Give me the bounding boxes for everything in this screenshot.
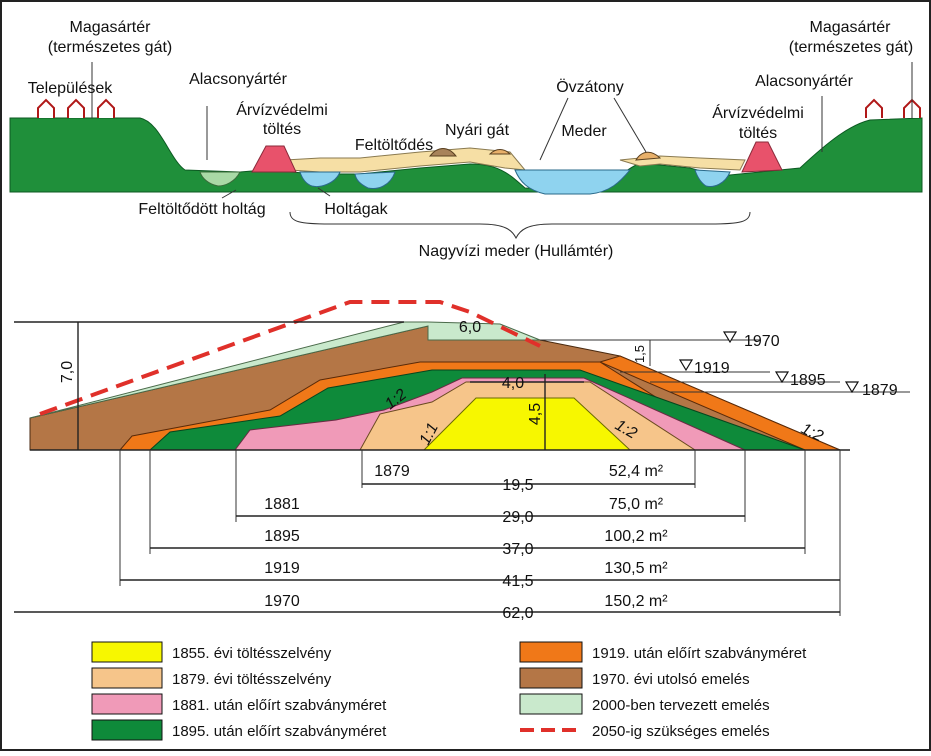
label-natural-levee-left: (természetes gát): [48, 39, 172, 56]
label-levee-left-1: Árvízvédelmi: [236, 100, 328, 119]
legend-label-1895: 1895. után előírt szabványméret: [172, 723, 387, 740]
legend-label-1879: 1879. évi töltésszelvény: [172, 671, 332, 688]
dim-area-1970: 150,2 m²: [604, 593, 668, 610]
water-level-icon-1970: [722, 331, 738, 344]
flood-bed-brace: [289, 211, 751, 240]
dimension-row-1919: 1919 41,5 130,5 m²: [120, 560, 840, 590]
legend-swatch-1881: [91, 693, 163, 715]
legend-swatch-1970: [519, 667, 583, 689]
dim-year-1881: 1881: [264, 496, 300, 513]
legend-swatch-1855: [91, 641, 163, 663]
legend-label-2000: 2000-ben tervezett emelés: [592, 697, 770, 714]
leader-filled-oxbow: [221, 189, 237, 199]
label-levee-right-2: töltés: [739, 125, 777, 142]
label-summer-dike: Nyári gát: [445, 122, 510, 139]
dim-area-1879: 52,4 m²: [609, 463, 664, 480]
legend-swatch-2000: [519, 693, 583, 715]
legend: 1855. évi töltésszelvény 1879. évi tölté…: [91, 641, 807, 741]
water-level-icon-1895: [774, 371, 790, 384]
oxbow-1: [299, 171, 341, 187]
dim-width-1919: 41,5: [502, 573, 533, 590]
legend-label-1855: 1855. évi töltésszelvény: [172, 645, 332, 662]
label-levee-left-2: töltés: [263, 121, 301, 138]
label-point-bar: Övzátony: [556, 78, 624, 96]
dim-year-1919: 1919: [264, 560, 300, 577]
dim-year-1879: 1879: [374, 463, 410, 480]
dim-year-1895: 1895: [264, 528, 300, 545]
label-filled-oxbow: Feltöltődött holtág: [138, 201, 265, 218]
levee-profile: 7,0 6,0 1,5 1970 1919 1895 1879 4,0 4,5 …: [14, 300, 910, 622]
label-water-1879: 1879: [862, 382, 898, 399]
levee-left: [251, 145, 297, 173]
dim-width-1895: 37,0: [502, 541, 533, 558]
label-levee-right-1: Árvízvédelmi: [712, 103, 804, 122]
point-bar: [635, 151, 662, 161]
dim-year-1970: 1970: [264, 593, 300, 610]
leader-point-bar-right: [613, 97, 647, 153]
label-top-1879: 4,0: [502, 375, 524, 392]
label-high-floodplain-left: Magasártér: [70, 19, 152, 36]
label-low-floodplain-left: Alacsonyártér: [189, 71, 287, 88]
legend-swatch-1895: [91, 719, 163, 741]
label-oxbows: Holtágak: [324, 201, 388, 218]
fill-layer-right: [619, 155, 746, 171]
dimension-row-1970: 1970 62,0 150,2 m²: [14, 593, 840, 622]
river-water: [514, 169, 632, 195]
line-2050: [39, 300, 541, 416]
dim-width-1879: 19,5: [502, 477, 533, 494]
label-water-1970: 1970: [744, 333, 780, 350]
label-high-floodplain-right: Magasártér: [810, 19, 892, 36]
summer-dike-1: [428, 148, 458, 157]
dim-area-1881: 75,0 m²: [609, 496, 664, 513]
layer-2000: [29, 321, 541, 419]
levee-right: [741, 141, 783, 173]
legend-label-2050: 2050-ig szükséges emelés: [592, 723, 770, 740]
legend-label-1970: 1970. évi utolsó emelés: [592, 671, 750, 688]
dim-width-1970: 62,0: [502, 605, 533, 622]
dimension-row-1881: 1881 29,0 75,0 m²: [236, 496, 745, 526]
label-water-1895: 1895: [790, 372, 826, 389]
water-level-icon-1879: [844, 381, 860, 394]
leader-point-bar-left: [539, 97, 569, 161]
oxbow-3: [694, 169, 731, 187]
legend-swatch-1919: [519, 641, 583, 663]
filled-oxbow: [199, 171, 241, 187]
dim-width-1881: 29,0: [502, 509, 533, 526]
legend-label-1919: 1919. után előírt szabványméret: [592, 645, 807, 662]
legend-swatch-1879: [91, 667, 163, 689]
label-natural-levee-right: (természetes gát): [789, 39, 913, 56]
label-filling: Feltöltődés: [355, 137, 433, 154]
label-river-bed: Meder: [561, 123, 607, 140]
leader-oxbows: [317, 187, 331, 197]
river-cross-section: Magasártér (természetes gát) Települések…: [9, 19, 923, 260]
water-level-icon-1919: [678, 359, 694, 372]
summer-dike-2: [488, 149, 512, 155]
label-water-1919: 1919: [694, 360, 730, 377]
dimension-row-1879: 1879 19,5 52,4 m²: [362, 463, 695, 494]
oxbow-2: [354, 171, 396, 189]
label-crest: 6,0: [459, 319, 481, 336]
dimension-row-1895: 1895 37,0 100,2 m²: [150, 528, 805, 558]
label-low-floodplain-right: Alacsonyártér: [755, 73, 853, 90]
label-height: 7,0: [59, 361, 76, 383]
label-height-1879: 4,5: [527, 403, 544, 425]
label-settlements: Települések: [28, 80, 114, 97]
label-step: 1,5: [632, 345, 647, 363]
house-icon-left: [37, 98, 115, 118]
legend-label-1881: 1881. után előírt szabványméret: [172, 697, 387, 714]
dim-area-1895: 100,2 m²: [604, 528, 668, 545]
label-flood-bed: Nagyvízi meder (Hullámtér): [419, 243, 614, 260]
house-icon-right: [865, 98, 921, 118]
dim-area-1919: 130,5 m²: [604, 560, 668, 577]
